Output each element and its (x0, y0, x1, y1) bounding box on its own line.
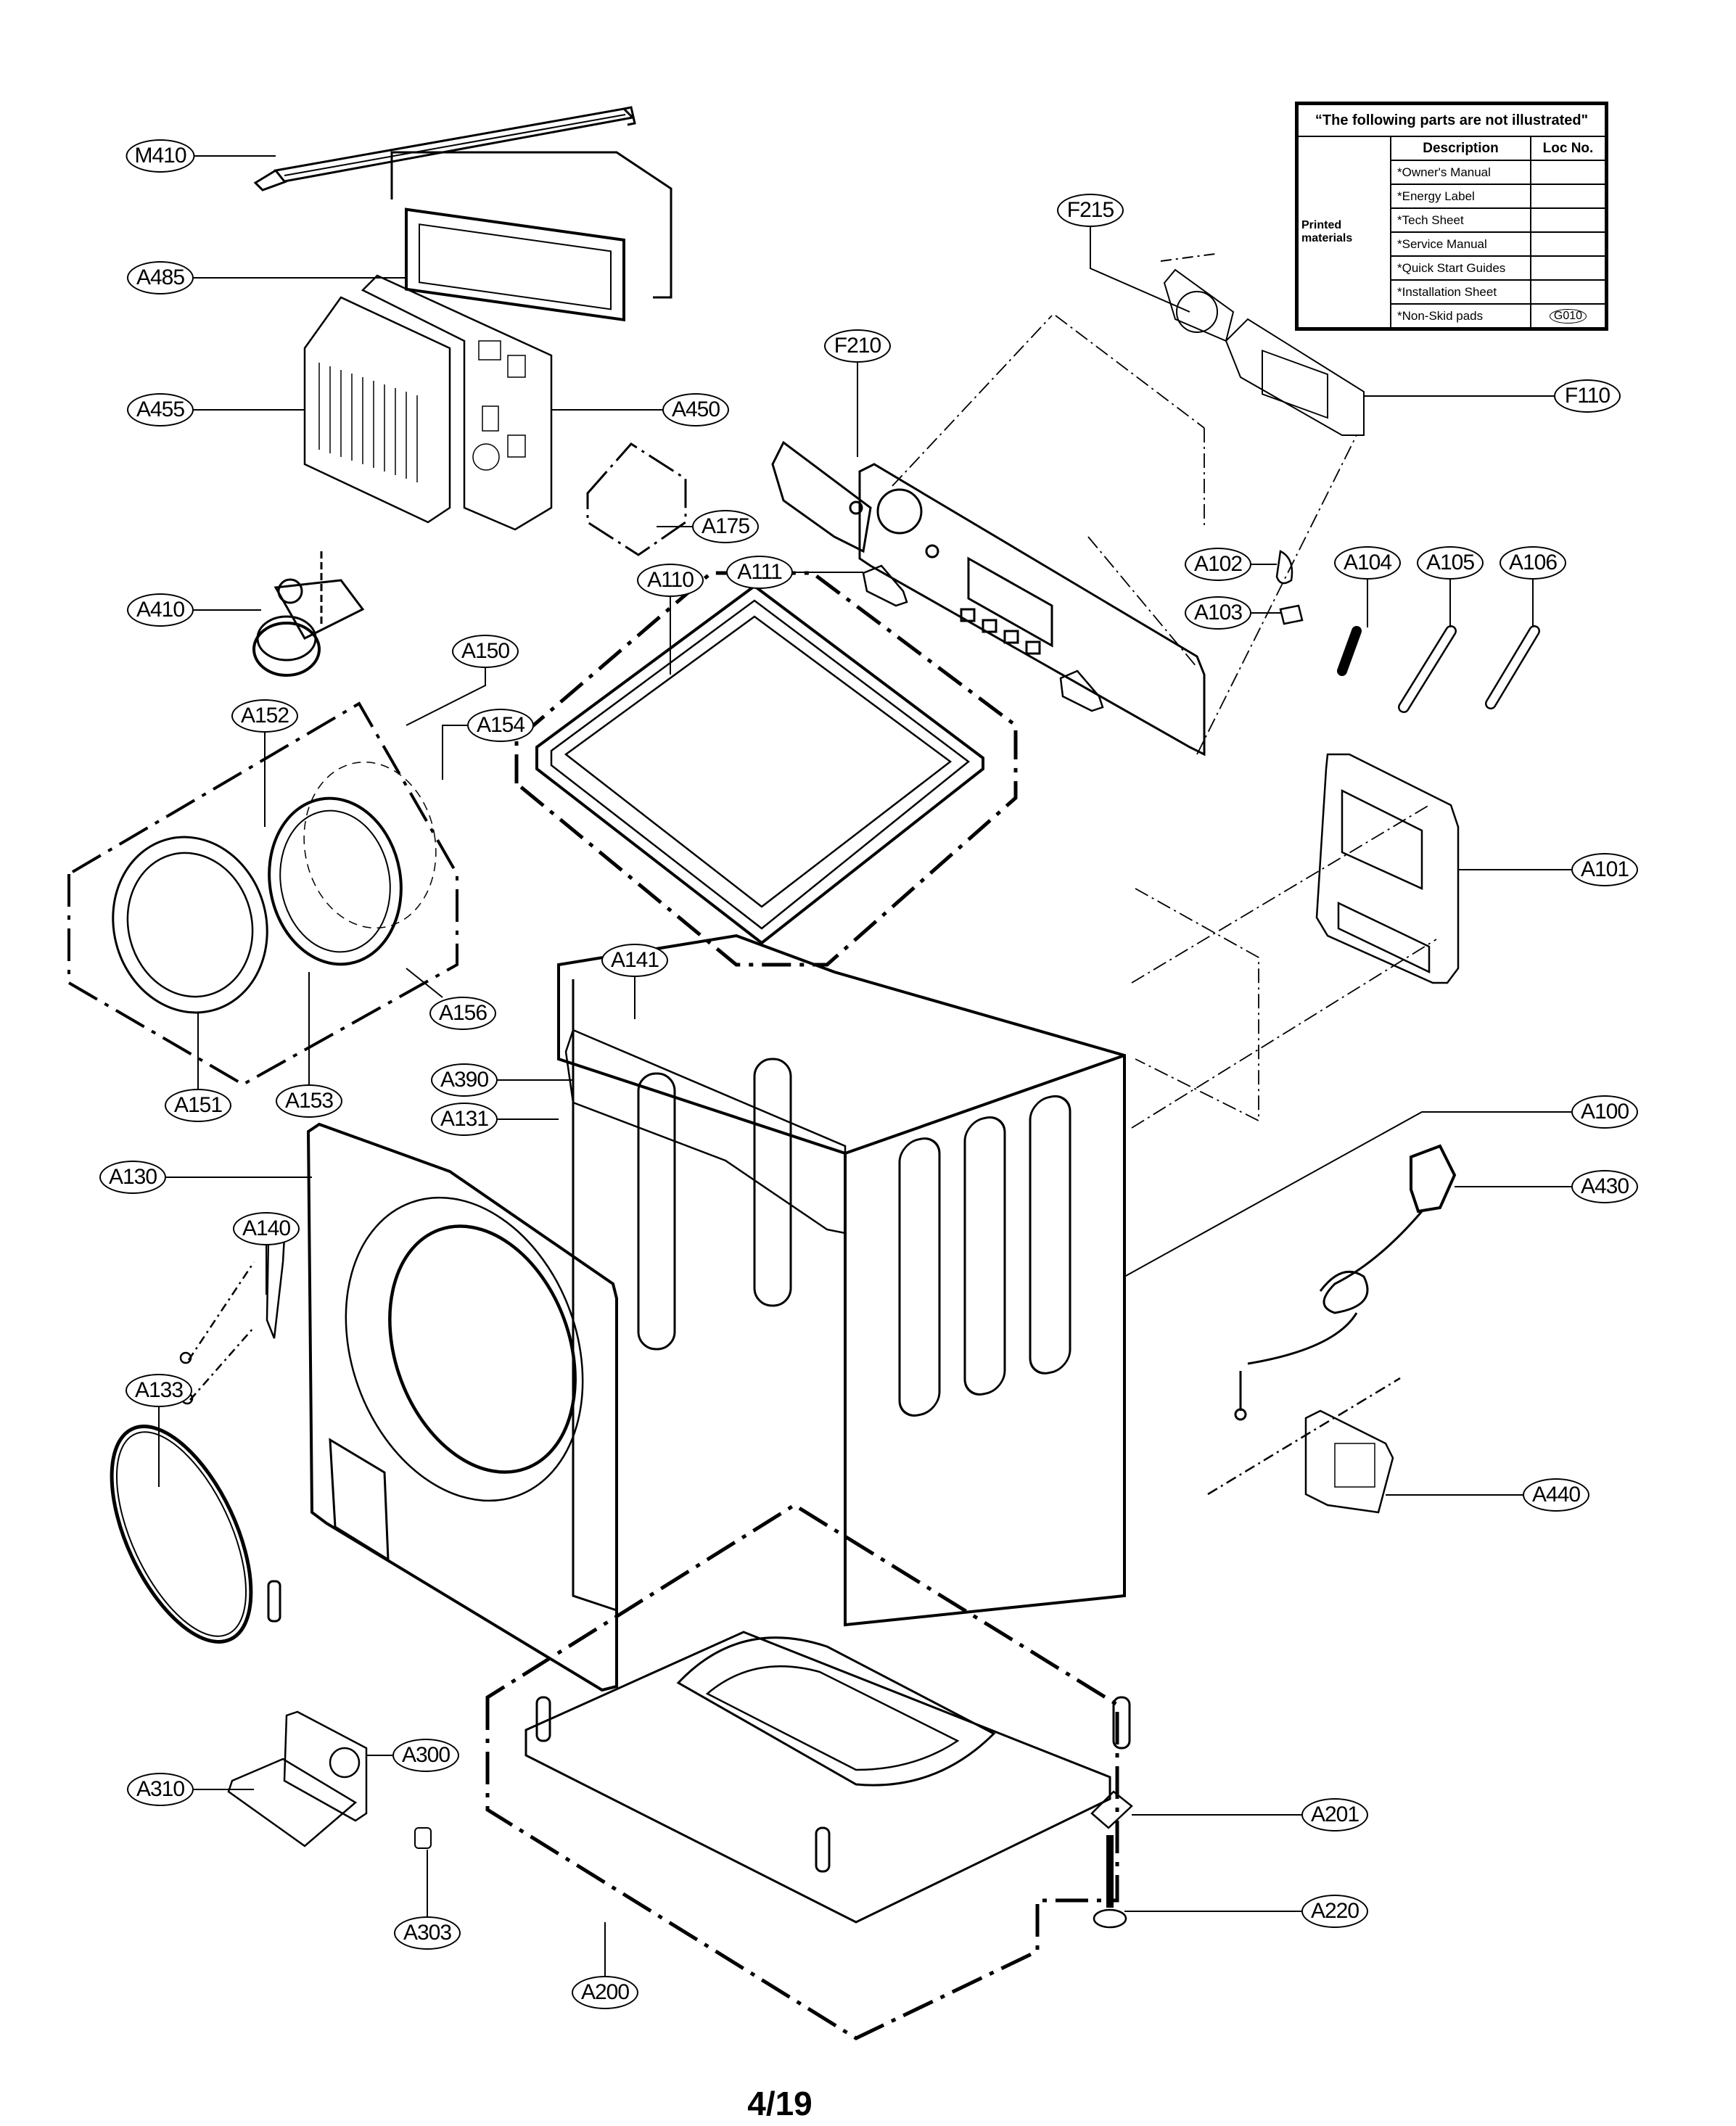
callout-a156[interactable]: A156 (429, 997, 496, 1030)
callout-a133[interactable]: A133 (126, 1374, 192, 1407)
pressure-switch-drawing (252, 551, 365, 677)
callout-a141[interactable]: A141 (601, 944, 668, 977)
rear-projection-lines (1131, 804, 1437, 1129)
door-hinge-drawing (179, 1235, 286, 1405)
callout-a200[interactable]: A200 (572, 1976, 638, 2009)
top-brace-drawing (253, 106, 636, 191)
table-row: *Installation Sheet (1297, 279, 1608, 305)
callout-m410[interactable]: M410 (126, 139, 195, 173)
callout-a430[interactable]: A430 (1571, 1170, 1638, 1203)
callout-a100[interactable]: A100 (1571, 1095, 1638, 1129)
table-row: *Non-Skid pads G010 (1297, 303, 1608, 330)
control-panel-drawing (771, 440, 1206, 757)
callout-a201[interactable]: A201 (1301, 1798, 1368, 1832)
callout-a152[interactable]: A152 (231, 699, 298, 733)
callout-a410[interactable]: A410 (127, 593, 194, 627)
cabinet-drawing (557, 934, 1126, 1627)
callout-a150[interactable]: A150 (452, 635, 519, 668)
callout-f110[interactable]: F110 (1554, 379, 1621, 413)
callout-f210[interactable]: F210 (824, 329, 891, 363)
loc-no-header: Loc No. (1530, 136, 1608, 161)
row-loc-no (1530, 255, 1608, 281)
top-plate-bracket-drawing (862, 564, 908, 607)
callout-a175[interactable]: A175 (692, 510, 759, 543)
leader-lines (158, 155, 1571, 1976)
row-description: *Service Manual (1390, 231, 1531, 257)
callout-a110[interactable]: A110 (637, 564, 704, 597)
display-pcb-drawing (1160, 253, 1365, 436)
row-description: *Owner's Manual (1390, 160, 1531, 185)
row-description: *Installation Sheet (1390, 279, 1531, 305)
row-loc-no (1530, 207, 1608, 233)
callout-a220[interactable]: A220 (1301, 1895, 1368, 1928)
table-row: *Energy Label (1297, 184, 1608, 209)
callout-a101[interactable]: A101 (1571, 853, 1638, 886)
page-number: 4/19 (747, 2085, 813, 2122)
table-title: “The following parts are not illustrated… (1296, 102, 1608, 137)
callout-a310[interactable]: A310 (127, 1773, 194, 1806)
callout-a303[interactable]: A303 (394, 1916, 461, 1950)
callout-a390[interactable]: A390 (431, 1063, 498, 1097)
callout-a111[interactable]: A111 (726, 556, 793, 589)
row-description: *Tech Sheet (1390, 207, 1531, 233)
row-loc-no (1530, 231, 1608, 257)
top-plate-drawing (514, 571, 1018, 967)
filter-box-drawing (390, 151, 672, 322)
base-plate-drawing (485, 1503, 1131, 2040)
power-cord-drawing (1234, 1144, 1457, 1421)
callout-a130[interactable]: A130 (99, 1161, 166, 1194)
projection-lines (892, 315, 1357, 755)
noise-filter-sheet-drawing (586, 442, 687, 556)
group-label: Printed materials (1296, 136, 1391, 330)
description-header: Description (1390, 136, 1531, 161)
table-row: *Service Manual (1297, 231, 1608, 257)
door-lock-switch-drawing (1207, 1377, 1401, 1514)
pcb-assembly-drawing (303, 274, 553, 531)
table-row: *Tech Sheet (1297, 207, 1608, 233)
callout-a450[interactable]: A450 (662, 393, 729, 427)
row-description: *Energy Label (1390, 184, 1531, 209)
callout-a104[interactable]: A104 (1334, 546, 1401, 580)
rear-cover-drawing (1315, 753, 1460, 984)
row-description: *Non-Skid pads (1390, 303, 1531, 330)
callout-a153[interactable]: A153 (276, 1084, 342, 1118)
shipping-bolts-drawing (1275, 550, 1540, 713)
callout-a455[interactable]: A455 (127, 393, 194, 427)
leveling-foot-drawing (1090, 1790, 1133, 1929)
row-loc-no (1530, 279, 1608, 305)
row-description: *Quick Start Guides (1390, 255, 1531, 281)
table-row: *Owner's Manual (1297, 160, 1608, 185)
callout-a151[interactable]: A151 (165, 1089, 231, 1122)
callout-a102[interactable]: A102 (1185, 548, 1251, 581)
callout-a154[interactable]: A154 (467, 709, 534, 742)
not-illustrated-parts-table: “The following parts are not illustrated… (1295, 102, 1608, 331)
callout-a131[interactable]: A131 (431, 1103, 498, 1136)
top-plate-bracket-drawing-2 (1059, 669, 1104, 712)
service-cover-drawing (227, 1710, 432, 1849)
row-loc-no: G010 (1530, 303, 1608, 330)
table-row: *Quick Start Guides (1297, 255, 1608, 281)
callout-a485[interactable]: A485 (127, 261, 194, 294)
callout-a103[interactable]: A103 (1185, 596, 1251, 630)
front-panel-drawing (306, 1122, 618, 1692)
callout-a105[interactable]: A105 (1417, 546, 1484, 580)
callout-a300[interactable]: A300 (392, 1739, 459, 1772)
door-assembly-drawing (67, 701, 458, 1087)
row-loc-no (1530, 160, 1608, 185)
gasket-clamp-drawing (110, 1425, 281, 1644)
front-bracket-drawing (564, 1029, 847, 1235)
callout-a140[interactable]: A140 (233, 1212, 300, 1245)
loc-no-callout[interactable]: G010 (1549, 309, 1587, 324)
callout-a106[interactable]: A106 (1500, 546, 1566, 580)
row-loc-no (1530, 184, 1608, 209)
callout-a440[interactable]: A440 (1523, 1478, 1589, 1512)
callout-f215[interactable]: F215 (1057, 194, 1124, 227)
